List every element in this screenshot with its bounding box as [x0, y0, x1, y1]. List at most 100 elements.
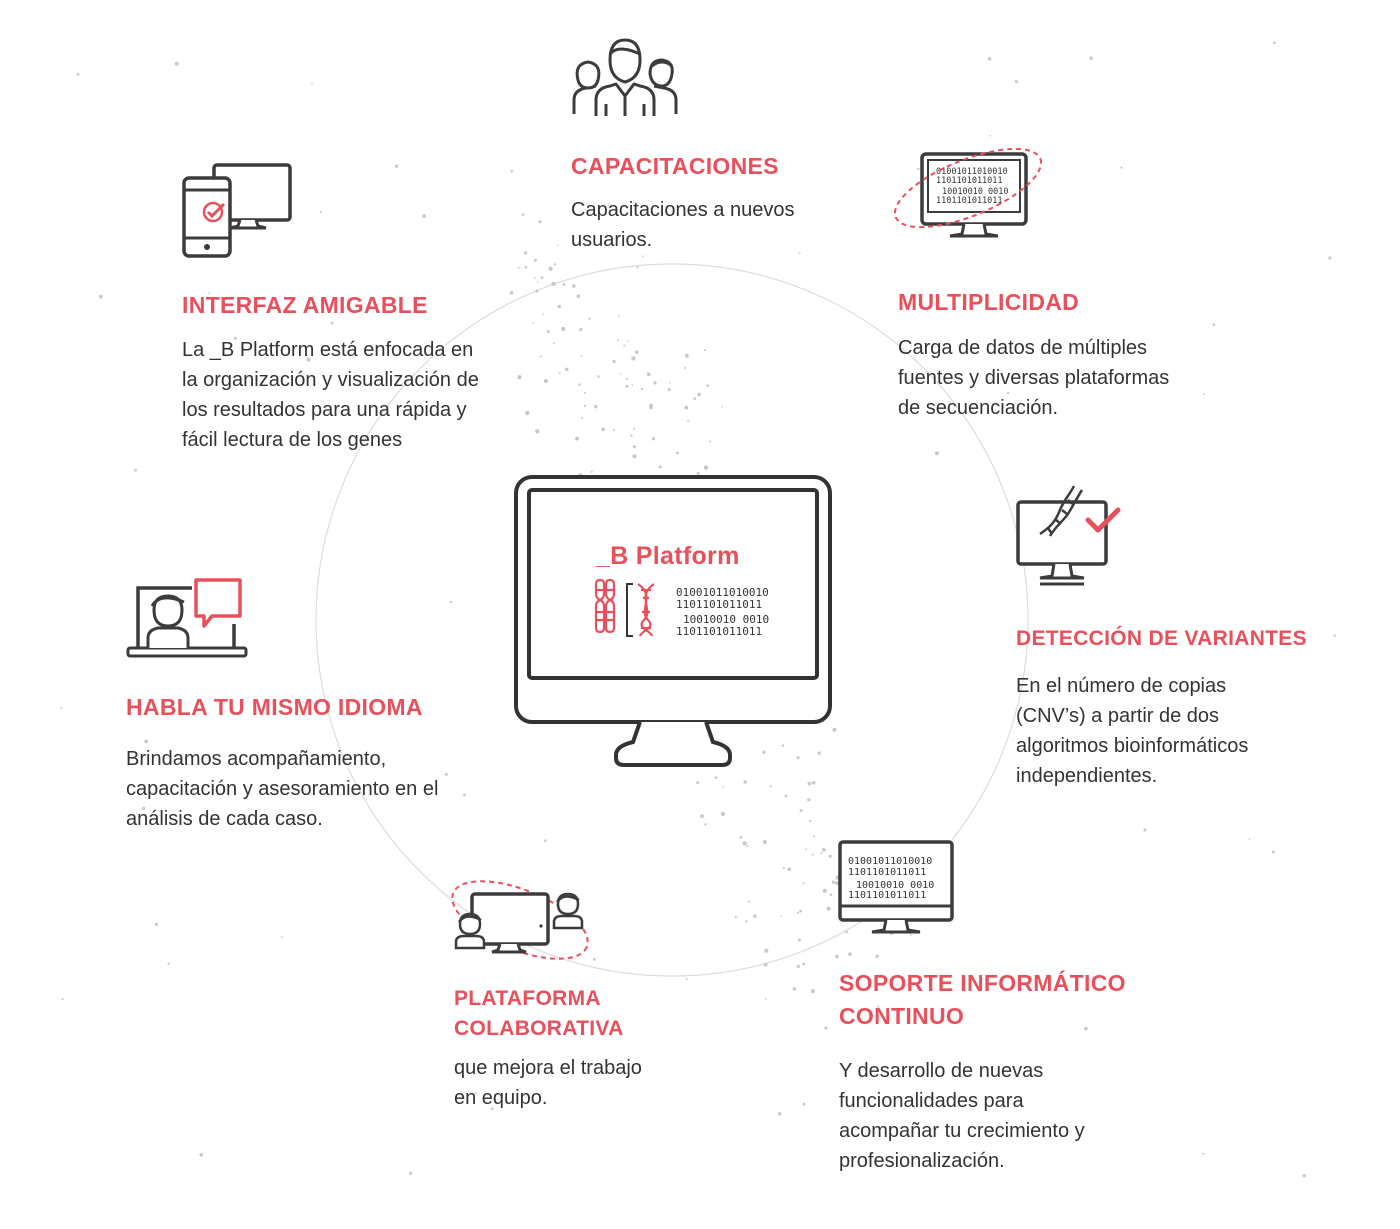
- scatter-dot: [714, 776, 718, 779]
- scatter-dot: [828, 854, 832, 858]
- scatter-dot: [742, 841, 747, 846]
- scatter-dot: [575, 436, 579, 441]
- scatter-dot: [551, 281, 556, 286]
- scatter-dot: [792, 987, 797, 991]
- scatter-dot: [848, 952, 852, 957]
- scatter-dot: [474, 1092, 477, 1095]
- interfaz-desc: La _B Platform está enfocada en la organ…: [182, 335, 479, 455]
- scatter-dot: [787, 867, 792, 872]
- scatter-dot: [592, 957, 596, 961]
- desc-line: los resultados para una rápida y: [182, 399, 467, 421]
- scatter-dot: [306, 357, 311, 362]
- scatter-dot: [525, 410, 530, 416]
- video-call-chat-icon: [126, 578, 248, 658]
- scatter-dot: [578, 383, 581, 386]
- desc-line: acompañar tu crecimiento y: [839, 1120, 1085, 1142]
- scatter-dot: [199, 1152, 204, 1157]
- desc-line: capacitación y asesoramiento en el: [126, 778, 439, 800]
- scatter-dot: [826, 906, 831, 911]
- scatter-dot: [693, 397, 697, 401]
- scatter-dot: [780, 915, 783, 918]
- scatter-dot: [684, 405, 689, 410]
- scatter-dot: [524, 266, 528, 269]
- scatter-dot: [799, 808, 803, 813]
- desc-line: fácil lectura de los genes: [182, 429, 403, 451]
- scatter-dot: [517, 375, 522, 380]
- scatter-dot: [1203, 393, 1206, 396]
- scatter-dot: [1333, 634, 1336, 637]
- scatter-dot: [917, 167, 920, 171]
- binary-line-1: 01001011010010: [936, 167, 1008, 177]
- scatter-dot: [820, 851, 823, 854]
- scatter-dot: [462, 793, 466, 797]
- scatter-dot: [523, 251, 528, 255]
- scatter-dot: [632, 445, 636, 449]
- idioma-title: HABLA TU MISMO IDIOMA: [126, 694, 423, 720]
- scatter-dot: [676, 451, 679, 455]
- deteccion-desc: En el número de copias (CNV’s) a partir …: [1016, 671, 1248, 791]
- scatter-dot: [811, 780, 816, 785]
- scatter-dot: [60, 707, 63, 709]
- scatter-dot: [509, 290, 514, 295]
- scatter-dot: [807, 798, 811, 802]
- binary-line-4: 1101101011011: [848, 890, 926, 901]
- monitor-binary-icon: 01001011010010 1101101011011 10010010 00…: [838, 840, 954, 934]
- scatter-dot: [540, 355, 542, 358]
- scatter-dot: [687, 419, 690, 422]
- scatter-dot: [934, 451, 939, 456]
- scatter-dot: [538, 220, 542, 224]
- scatter-dot: [542, 313, 545, 316]
- scatter-dot: [817, 751, 821, 755]
- monitor-binary-orbit-icon: 01001011010010 1101101011011 10010010 00…: [893, 147, 1043, 238]
- scatter-dot: [625, 384, 629, 388]
- multiplicidad-title: MULTIPLICIDAD: [898, 289, 1080, 315]
- title-line: CONTINUO: [839, 1003, 965, 1029]
- desc-line: Brindamos acompañamiento,: [126, 748, 387, 770]
- colaborativa-title: PLATAFORMA COLABORATIVA: [454, 984, 624, 1044]
- scatter-dot: [557, 304, 562, 309]
- binary-line-1: 01001011010010: [676, 586, 769, 599]
- scatter-dot: [552, 342, 555, 345]
- colaborativa-desc: que mejora el trabajo en equipo.: [454, 1053, 642, 1113]
- scatter-dot: [491, 1107, 494, 1111]
- scatter-dot: [634, 350, 639, 355]
- scatter-dot: [703, 465, 709, 470]
- scatter-dot: [811, 853, 814, 856]
- binary-line-3: 10010010 0010: [683, 613, 769, 626]
- scatter-dot: [553, 263, 557, 266]
- scatter-dot: [409, 1171, 413, 1175]
- scatter-dot: [745, 920, 748, 923]
- desc-line: análisis de cada caso.: [126, 808, 323, 830]
- desc-line: la organización y visualización de: [182, 369, 479, 391]
- scatter-dot: [706, 384, 709, 387]
- center-ring: [315, 263, 1029, 977]
- scatter-dot: [562, 283, 566, 286]
- scatter-dot: [576, 294, 581, 298]
- scatter-dot: [319, 210, 322, 213]
- deteccion-title: DETECCIÓN DE VARIANTES: [1016, 627, 1307, 650]
- scatter-dot: [534, 277, 536, 279]
- scatter-dot: [597, 375, 600, 378]
- scatter-dot: [696, 471, 700, 475]
- scatter-dot: [684, 366, 687, 370]
- soporte-title: SOPORTE INFORMÁTICO CONTINUO: [839, 967, 1126, 1033]
- scatter-dot: [696, 781, 700, 785]
- scatter-dot: [832, 727, 837, 732]
- scatter-dot: [134, 468, 138, 472]
- scatter-dot: [422, 214, 426, 218]
- scatter-dot: [720, 811, 726, 817]
- scatter-dot: [144, 739, 149, 744]
- scatter-dot: [521, 213, 525, 216]
- scatter-dot: [449, 600, 453, 604]
- binary-line-4: 1101101011011: [676, 625, 762, 638]
- scatter-dot: [548, 266, 553, 271]
- scatter-dot: [141, 806, 146, 811]
- binary-line-3: 10010010 0010: [942, 187, 1009, 197]
- scatter-dot: [700, 814, 704, 818]
- capacitaciones-desc: Capacitaciones a nuevos usuarios.: [571, 195, 794, 255]
- multiplicidad-desc: Carga de datos de múltiples fuentes y di…: [898, 333, 1169, 423]
- soporte-desc: Y desarrollo de nuevas funcionalidades p…: [839, 1056, 1085, 1176]
- scatter-dot: [395, 164, 399, 168]
- scatter-dot: [618, 315, 621, 317]
